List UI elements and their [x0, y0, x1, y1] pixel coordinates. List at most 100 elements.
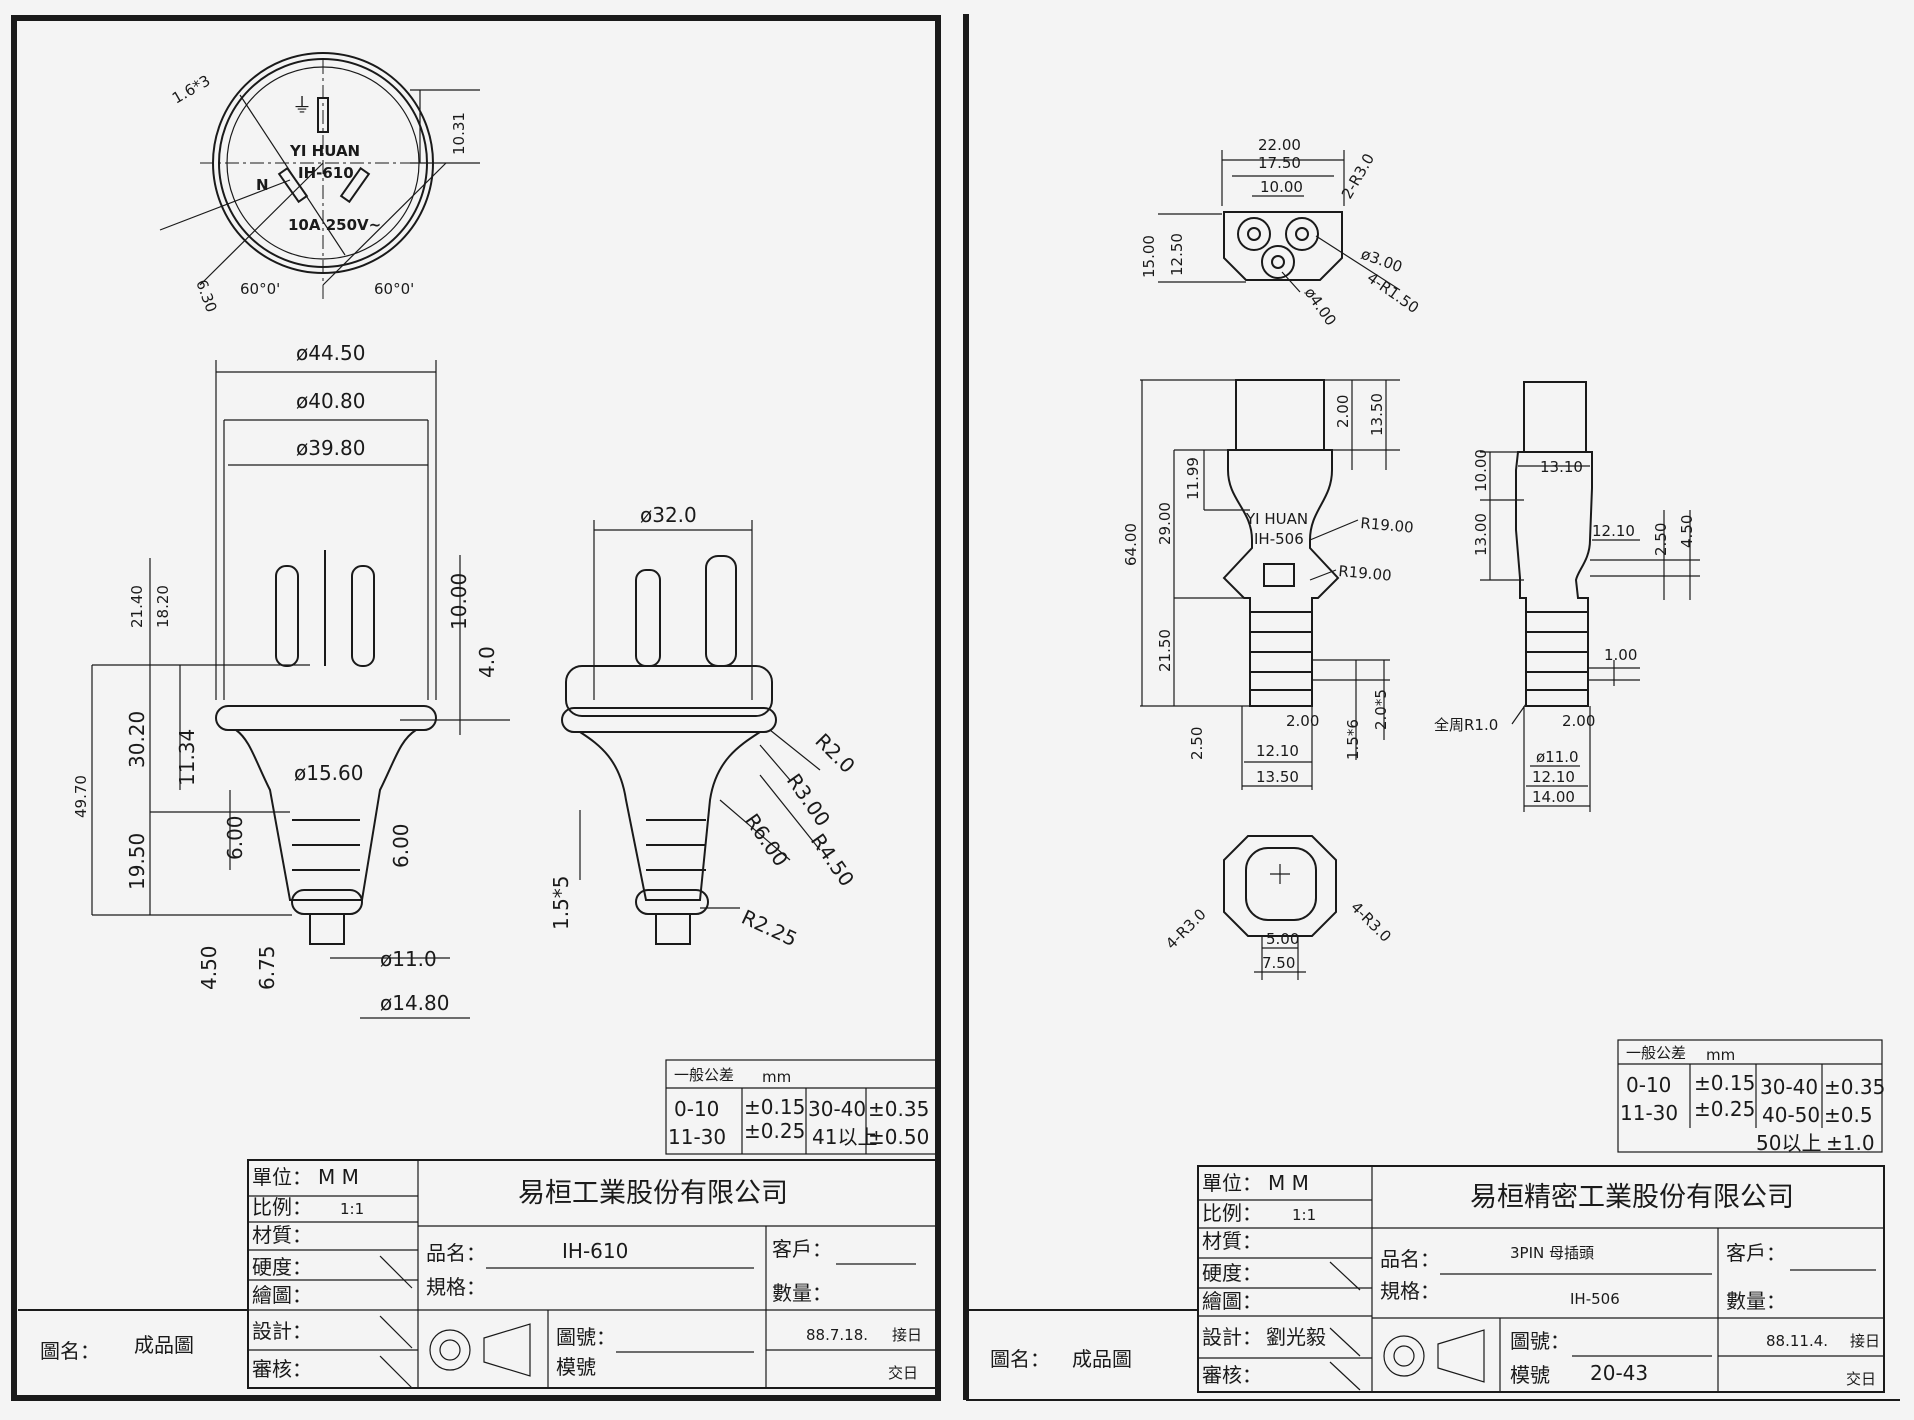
left-tol-r4: 41以上	[812, 1125, 877, 1149]
right-socket-bottom-view: 4-R3.0 4-R3.0 5.00 7.50	[1162, 835, 1395, 980]
left-design-label: 設計：	[252, 1319, 312, 1343]
rfront-d21-50: 21.50	[1156, 629, 1174, 672]
rface-d12-50: 12.50	[1168, 233, 1186, 276]
rfront-d12-10: 12.10	[1256, 742, 1299, 760]
right-material-label: 材質：	[1202, 1229, 1262, 1253]
left-deliver-label: 交日	[888, 1364, 918, 1382]
left-tolerance-table: 一般公差 mm 0-10 ±0.15 30-40 ±0.35 11-30 ±0.…	[665, 1059, 939, 1155]
right-tol-title: 一般公差	[1626, 1044, 1686, 1062]
right-draw-label: 繪圖：	[1202, 1289, 1262, 1313]
live-pin-slot	[339, 166, 371, 204]
right-socket-front-view: YI HUAN IH-506 64.00 29.00 11.99 21.50 2…	[1122, 379, 1414, 790]
rside-d13-10: 13.10	[1540, 458, 1583, 476]
right-spec-label: 規格：	[1380, 1279, 1440, 1303]
left-sheet-border	[11, 15, 941, 1401]
left-unit-value: M M	[318, 1165, 359, 1189]
rfront-d64-00: 64.00	[1122, 523, 1140, 566]
rfront-d1-5x6: 1.5*6	[1344, 719, 1362, 760]
left-quantity-label: 數量：	[772, 1281, 832, 1305]
left-tol-r3: 30-40	[808, 1097, 866, 1121]
left-drawing-no-label: 圖號：	[556, 1325, 616, 1349]
rside-d14-00: 14.00	[1532, 788, 1575, 806]
right-projection-symbol-circle	[1383, 1335, 1425, 1377]
dim-11-34: 11.34	[175, 729, 199, 786]
right-spec-value: IH-506	[1570, 1290, 1620, 1308]
right-drawing-sheet: 22.00 17.50 10.00 2-R3.0 15.00 12.50 ø3.…	[963, 14, 1900, 1401]
left-scale-label: 比例：	[252, 1195, 312, 1219]
right-drawing-name-value: 成品圖	[1072, 1347, 1132, 1371]
right-socket-side-view: 13.10 10.00 13.00 12.10 2.50 4.50 1.00 全…	[1434, 381, 1700, 812]
dim-6-00-left: 6.00	[223, 815, 247, 860]
rfront-d2-00: 2.00	[1334, 395, 1352, 428]
rbottom-r3-right: 4-R3.0	[1347, 898, 1395, 946]
earth-pin-slot	[317, 97, 329, 133]
rbottom-d7-50: 7.50	[1262, 954, 1295, 972]
left-drawing-sheet: ⏚ YI HUAN IH-610 N 10A 250V~ 1.6*3 10.31…	[11, 15, 941, 1401]
right-customer-label: 客戶：	[1726, 1241, 1786, 1265]
rside-d12-10: 12.10	[1592, 522, 1635, 540]
right-part-name-value: 3PIN 母插頭	[1510, 1244, 1594, 1262]
dim-21-40: 21.40	[128, 585, 146, 628]
dim-r2-0: R2.0	[810, 729, 859, 778]
right-socket-face-view: 22.00 17.50 10.00 2-R3.0 15.00 12.50 ø3.…	[1140, 136, 1422, 329]
dim-10-00: 10.00	[447, 573, 471, 630]
dim-d14-80: ø14.80	[380, 991, 450, 1015]
left-spec-label: 規格：	[426, 1275, 486, 1299]
rfront-d11-99: 11.99	[1184, 457, 1202, 500]
right-receive-label: 接日	[1850, 1332, 1880, 1350]
rfront-r19-b: R19.00	[1338, 562, 1393, 585]
left-drawing-name-value: 成品圖	[134, 1333, 194, 1357]
right-design-label: 設計：	[1202, 1325, 1262, 1349]
rfront-brand: YI HUAN	[1245, 510, 1308, 528]
rfront-d2-00b: 2.00	[1286, 712, 1319, 730]
dim-49-70: 49.70	[72, 775, 90, 818]
right-deliver-label: 交日	[1846, 1370, 1876, 1388]
right-check-label: 審核：	[1202, 1363, 1262, 1387]
rside-d2-00: 2.00	[1562, 712, 1595, 730]
rface-d10-00: 10.00	[1260, 178, 1303, 196]
right-tol-unit: mm	[1706, 1046, 1735, 1064]
socket-window	[1263, 563, 1295, 587]
right-design-value: 劉光毅	[1266, 1325, 1326, 1349]
right-tol-t4: ±0.5	[1824, 1103, 1873, 1127]
left-receive-label: 接日	[892, 1326, 922, 1344]
face-dim-6-30: 6.30	[192, 277, 220, 315]
left-material-label: 材質：	[252, 1223, 312, 1247]
rbottom-r3-left: 4-R3.0	[1162, 905, 1210, 953]
ground-symbol-icon: ⏚	[292, 93, 312, 117]
dim-r2-25: R2.25	[738, 905, 801, 951]
right-tol-r2: 11-30	[1620, 1101, 1678, 1125]
left-draw-label: 繪圖：	[252, 1283, 312, 1307]
face-dim-10-31: 10.31	[450, 112, 468, 155]
rface-d22-00: 22.00	[1258, 136, 1301, 154]
rside-d10-00: 10.00	[1472, 449, 1490, 492]
face-dim-pin: 1.6*3	[169, 71, 213, 107]
left-tol-t1: ±0.15	[744, 1095, 805, 1119]
face-brand: YI HUAN	[289, 142, 360, 160]
dim-d44-50: ø44.50	[296, 341, 366, 365]
right-unit-label: 單位：	[1202, 1171, 1262, 1195]
face-angle-right: 60°0'	[374, 280, 414, 298]
right-unit-value: M M	[1268, 1171, 1309, 1195]
left-unit-label: 單位：	[252, 1165, 312, 1189]
rfront-d29-00: 29.00	[1156, 502, 1174, 545]
right-mold-no-label: 模號	[1510, 1363, 1550, 1387]
left-tol-unit: mm	[762, 1068, 791, 1086]
dim-6-75: 6.75	[255, 945, 279, 990]
right-tol-t2: ±0.25	[1694, 1097, 1755, 1121]
left-mold-no-label: 模號	[556, 1355, 596, 1379]
rfront-d13-50b: 13.50	[1256, 768, 1299, 786]
right-date: 88.11.4.	[1766, 1332, 1828, 1350]
left-company-name: 易桓工業股份有限公司	[518, 1178, 788, 1209]
dim-d39-80: ø39.80	[296, 436, 366, 460]
left-tol-t2: ±0.25	[744, 1119, 805, 1143]
left-part-name-label: 品名：	[426, 1241, 486, 1265]
rbottom-d5-00: 5.00	[1266, 930, 1299, 948]
rface-d15-00: 15.00	[1140, 235, 1158, 278]
rface-d17-50: 17.50	[1258, 154, 1301, 172]
left-projection-symbol-cone	[483, 1323, 531, 1377]
right-drawing-no-label: 圖號：	[1510, 1329, 1570, 1353]
rface-d4-00: ø4.00	[1301, 284, 1340, 329]
right-hardness-label: 硬度：	[1202, 1261, 1262, 1285]
dim-19-50: 19.50	[125, 833, 149, 890]
